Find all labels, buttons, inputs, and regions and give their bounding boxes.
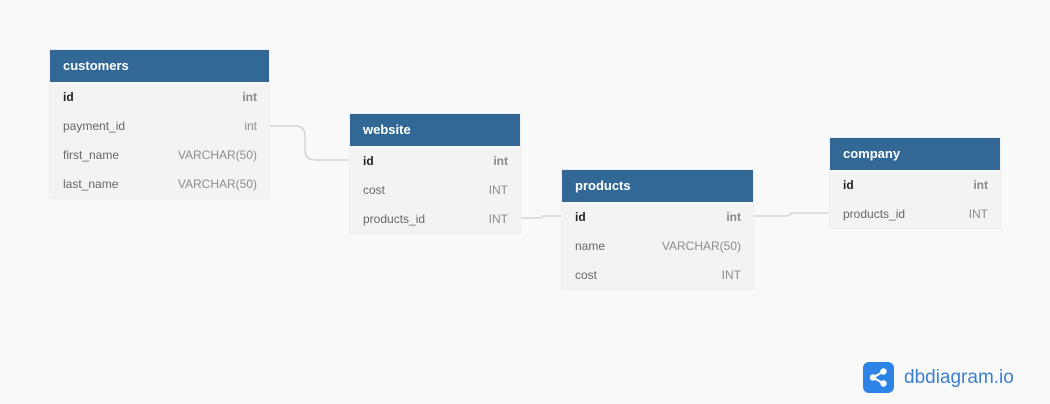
column-type: int: [244, 118, 257, 133]
relation-website-products-id-products-id[interactable]: [520, 215, 562, 219]
table-header[interactable]: company: [830, 138, 1000, 170]
column-row[interactable]: id int: [562, 202, 753, 231]
column-name: cost: [363, 182, 386, 197]
table-company[interactable]: company id int products_id INT: [830, 138, 1000, 228]
column-row[interactable]: id int: [830, 170, 1000, 199]
table-website[interactable]: website id int cost INT products_id INT: [350, 114, 520, 233]
column-row[interactable]: cost INT: [350, 175, 520, 204]
column-type: int: [973, 177, 988, 192]
column-type: INT: [968, 206, 988, 221]
table-header[interactable]: website: [350, 114, 520, 146]
column-row[interactable]: products_id INT: [830, 199, 1000, 228]
relation-products-id-company-products-id[interactable]: [753, 212, 830, 217]
column-type: VARCHAR(50): [177, 176, 257, 191]
column-row[interactable]: id int: [50, 82, 269, 111]
column-name: products_id: [363, 211, 426, 226]
column-row[interactable]: last_name VARCHAR(50): [50, 169, 269, 198]
table-header[interactable]: customers: [50, 50, 269, 82]
table-header[interactable]: products: [562, 170, 753, 202]
column-row[interactable]: products_id INT: [350, 204, 520, 233]
column-row[interactable]: name VARCHAR(50): [562, 231, 753, 260]
column-name: id: [363, 153, 374, 168]
column-name: id: [63, 89, 74, 104]
column-name: last_name: [63, 176, 119, 191]
table-customers[interactable]: customers id int payment_id int first_na…: [50, 50, 269, 198]
column-type: int: [726, 209, 741, 224]
column-name: id: [843, 177, 854, 192]
table-products[interactable]: products id int name VARCHAR(50) cost IN…: [562, 170, 753, 289]
column-name: first_name: [63, 147, 120, 162]
column-row[interactable]: id int: [350, 146, 520, 175]
column-row[interactable]: first_name VARCHAR(50): [50, 140, 269, 169]
share-nodes-icon: [863, 362, 894, 393]
column-row[interactable]: cost INT: [562, 260, 753, 289]
brand-name: dbdiagram.io: [904, 366, 1014, 388]
column-type: INT: [721, 267, 741, 282]
column-name: name: [575, 238, 606, 253]
relation-customers-payment-id-website-id[interactable]: [269, 125, 350, 161]
column-name: products_id: [843, 206, 906, 221]
dbdiagram-logo[interactable]: dbdiagram.io: [863, 362, 1014, 393]
column-type: INT: [488, 182, 508, 197]
column-type: INT: [488, 211, 508, 226]
column-name: cost: [575, 267, 598, 282]
column-type: VARCHAR(50): [661, 238, 741, 253]
column-type: VARCHAR(50): [177, 147, 257, 162]
column-type: int: [242, 89, 257, 104]
column-name: payment_id: [63, 118, 126, 133]
column-type: int: [493, 153, 508, 168]
column-name: id: [575, 209, 586, 224]
column-row[interactable]: payment_id int: [50, 111, 269, 140]
